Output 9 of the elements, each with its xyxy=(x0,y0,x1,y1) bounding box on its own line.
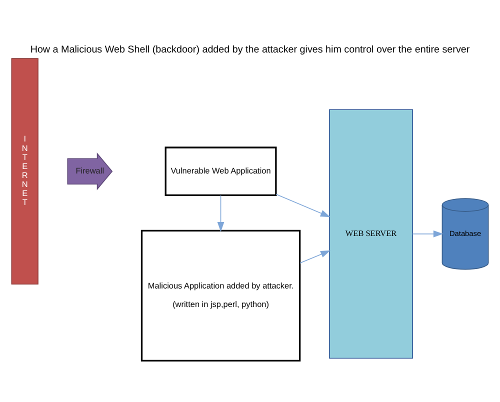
node-box: Vulnerable Web Application xyxy=(164,146,277,196)
arrow xyxy=(217,195,224,232)
arrow xyxy=(412,230,444,238)
node-box: Malicious Application added by attacker. (written in jsp,perl, python) xyxy=(140,230,301,362)
diagram-title: How a Malicious Web Shell (backdoor) added by the attacker gives him control over the entire server xyxy=(30,44,470,56)
node-box: WEB SERVER xyxy=(329,109,413,359)
node-box: INTERNET xyxy=(11,58,38,285)
arrow xyxy=(299,250,331,264)
arrow xyxy=(276,194,330,218)
